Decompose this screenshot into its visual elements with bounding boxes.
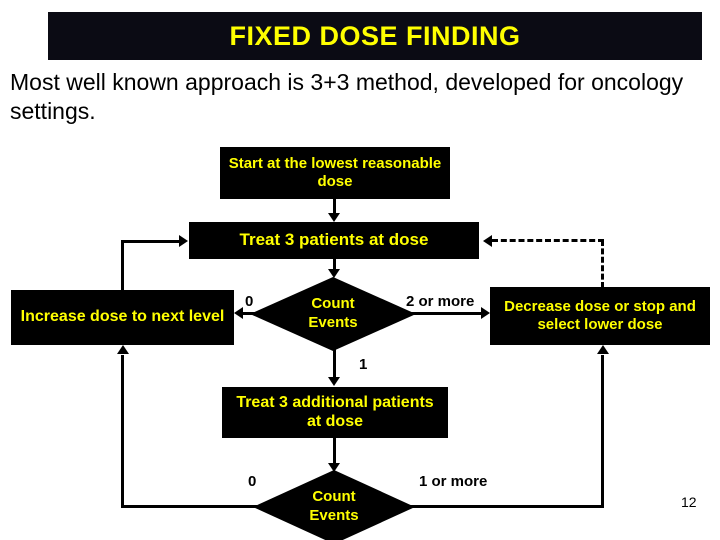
- edge-treat3add-to-count2: [333, 438, 336, 468]
- edge-increase-to-treat3-horizontal: [121, 240, 181, 243]
- node-treat3-label: Treat 3 patients at dose: [239, 230, 429, 250]
- node-decrease-dose-or-stop: Decrease dose or stop and select lower d…: [490, 287, 710, 345]
- node-count-events-first: Count Events: [250, 277, 416, 351]
- count-events-line-1: Count: [312, 488, 356, 506]
- arrowhead-treat3add-to-count2: [328, 463, 340, 472]
- edge-increase-to-treat3-vertical: [121, 240, 124, 292]
- edge-label-count1-two-or-more: 2 or more: [406, 293, 475, 310]
- arrowhead-start-to-treat3: [328, 213, 340, 222]
- count-events-line-1: Count: [311, 295, 355, 313]
- arrowhead-treat3-to-count1: [328, 269, 340, 278]
- title-banner: FIXED DOSE FINDING: [48, 12, 702, 60]
- arrowhead-count2-to-increase: [117, 345, 129, 354]
- edge-count1-to-decrease: [406, 312, 484, 315]
- arrowhead-count1-to-treat3add: [328, 377, 340, 386]
- count-events-line-2: Events: [309, 507, 359, 524]
- edge-count2-to-decrease-vertical: [601, 355, 604, 507]
- node-start-at-lowest-dose: Start at the lowest reasonable dose: [220, 147, 450, 199]
- edge-label-count2-one-or-more: 1 or more: [419, 473, 488, 490]
- arrowhead-count2-to-decrease: [597, 345, 609, 354]
- edge-label-count2-zero: 0: [248, 473, 257, 490]
- node-treat-3-patients: Treat 3 patients at dose: [189, 222, 479, 259]
- edge-treat3-to-count1: [333, 259, 336, 271]
- edge-count2-to-decrease-horizontal: [410, 505, 604, 508]
- node-count-events-second: Count Events: [253, 470, 415, 540]
- arrowhead-count1-to-decrease: [481, 307, 490, 319]
- node-count-events-second-label: Count Events: [253, 470, 415, 540]
- edge-count1-to-treat3add: [333, 347, 336, 379]
- page-title: FIXED DOSE FINDING: [229, 20, 521, 51]
- edge-label-count1-one: 1: [359, 356, 368, 373]
- subtitle-text: Most well known approach is 3+3 method, …: [10, 69, 684, 125]
- node-increase-dose: Increase dose to next level: [11, 290, 234, 345]
- edge-decrease-to-treat3-dashed-vertical: [601, 240, 604, 288]
- node-treat-3-additional-patients: Treat 3 additional patients at dose: [222, 387, 448, 438]
- node-start-label: Start at the lowest reasonable dose: [228, 155, 442, 190]
- node-treat3add-label: Treat 3 additional patients at dose: [236, 393, 434, 430]
- page-number: 12: [681, 494, 697, 510]
- arrowhead-decrease-to-treat3: [483, 235, 492, 247]
- node-count-events-first-label: Count Events: [250, 277, 416, 351]
- edge-count1-to-increase: [243, 312, 261, 315]
- arrowhead-increase-to-treat3: [179, 235, 188, 247]
- edge-count2-to-increase-vertical: [121, 355, 124, 507]
- node-decrease-label: Decrease dose or stop and select lower d…: [504, 298, 696, 333]
- edge-decrease-to-treat3-dashed-horizontal: [492, 239, 604, 242]
- count-events-line-2: Events: [308, 314, 358, 331]
- edge-count2-to-increase-horizontal: [121, 505, 257, 508]
- arrowhead-count1-to-increase: [234, 307, 243, 319]
- node-increase-label: Increase dose to next level: [20, 308, 225, 326]
- edge-label-count1-zero: 0: [245, 293, 254, 310]
- edge-start-to-treat3: [333, 199, 336, 215]
